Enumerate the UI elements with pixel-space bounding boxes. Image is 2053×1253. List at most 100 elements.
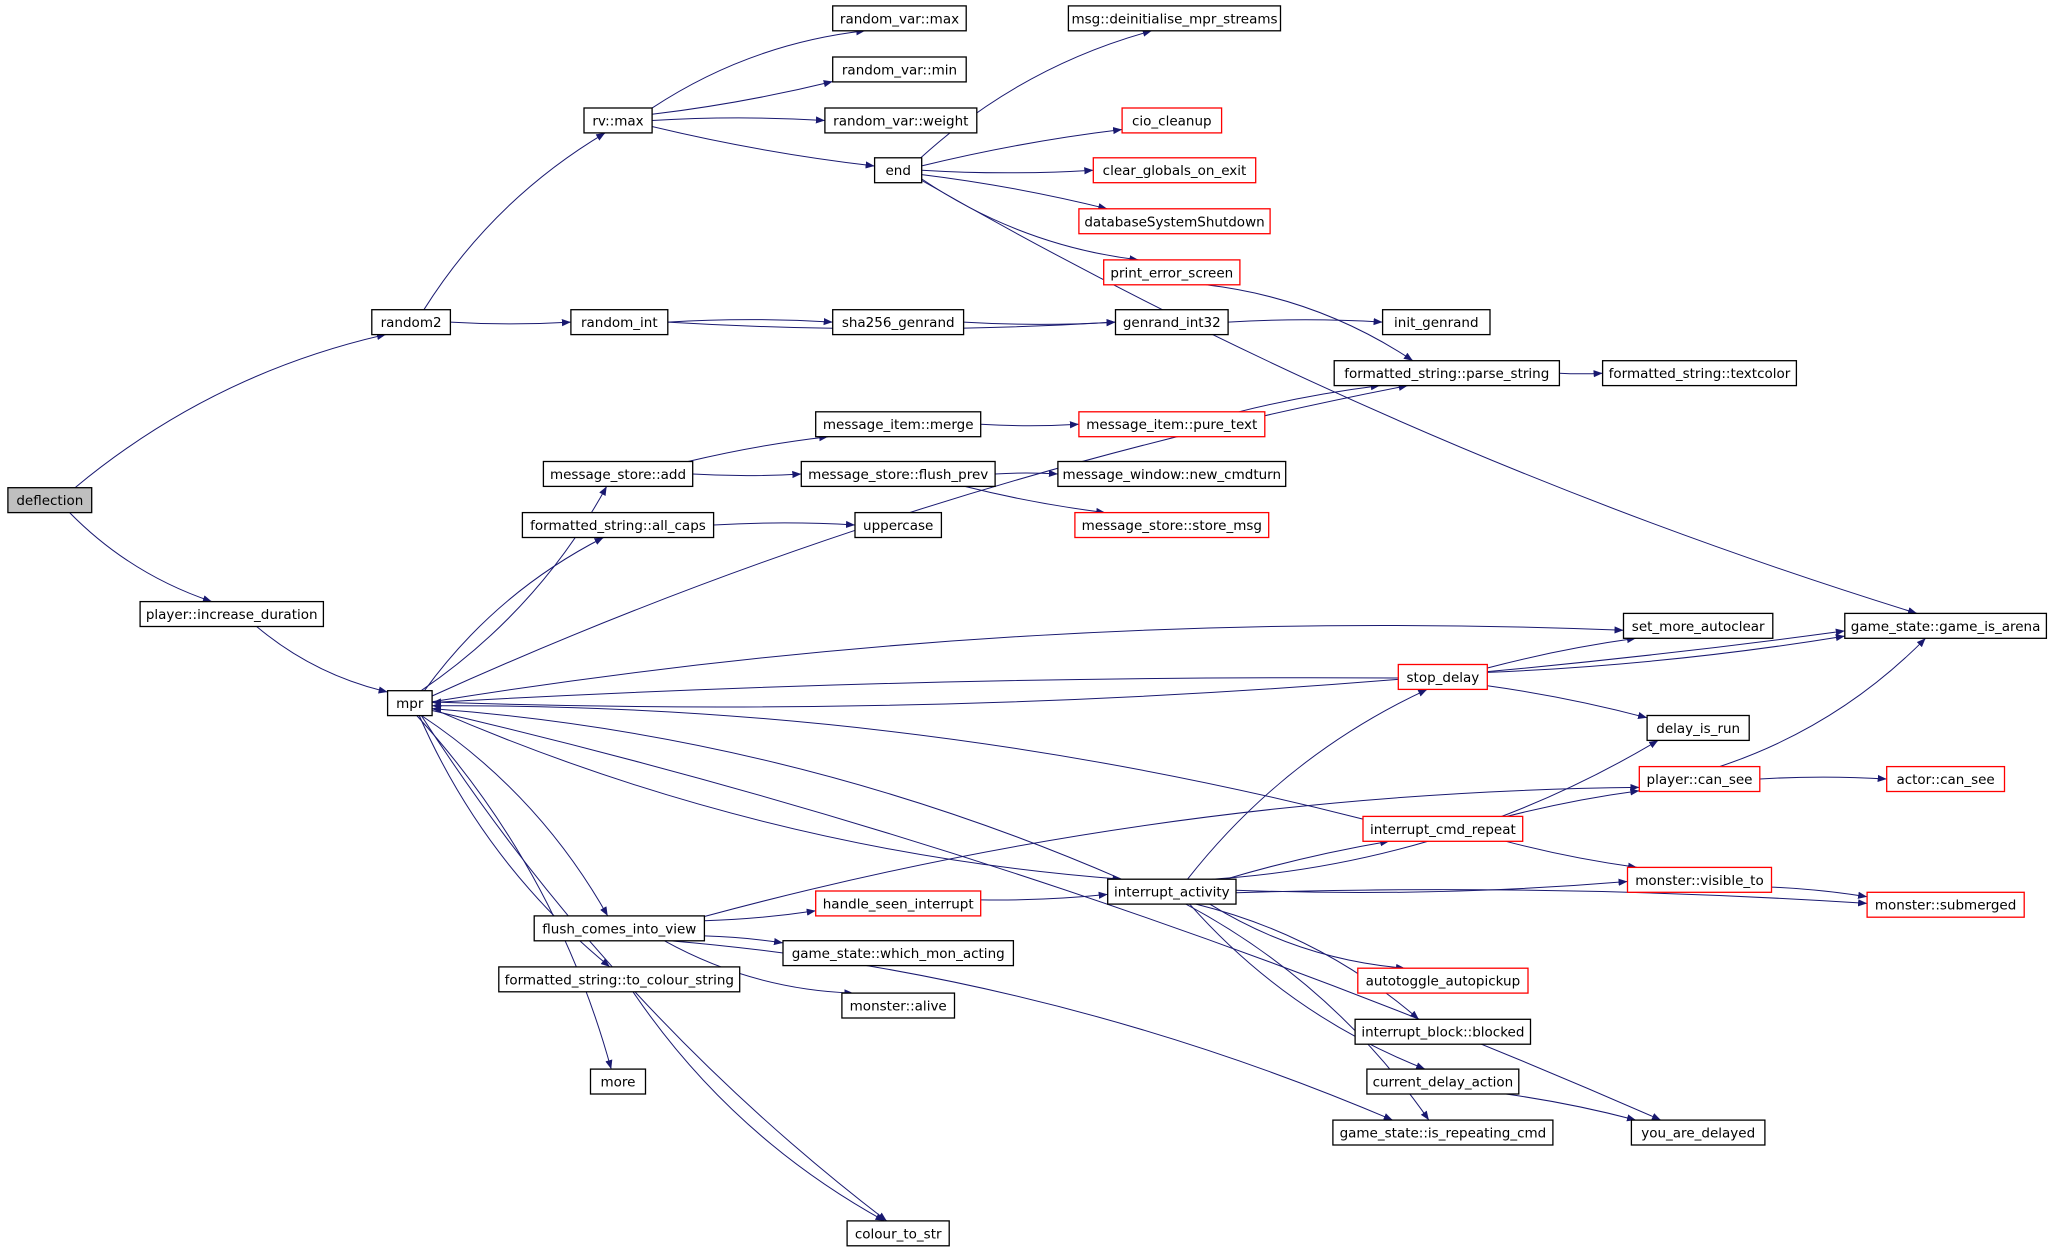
node-genrand-int32[interactable]: genrand_int32 — [1114, 309, 1229, 336]
node-box[interactable] — [824, 107, 978, 134]
node-monster-visible-to[interactable]: monster::visible_to — [1626, 866, 1773, 893]
node-random-int[interactable]: random_int — [570, 309, 669, 336]
node-random2[interactable]: random2 — [371, 309, 452, 336]
node-random-var-weight[interactable]: random_var::weight — [824, 107, 978, 134]
node-textcolor[interactable]: formatted_string::textcolor — [1601, 360, 1798, 387]
node-box[interactable] — [533, 915, 706, 942]
node-box[interactable] — [583, 107, 653, 134]
node-box[interactable] — [1121, 107, 1223, 134]
node-game-is-arena[interactable]: game_state::game_is_arena — [1844, 612, 2048, 639]
node-you-are-delayed[interactable]: you_are_delayed — [1630, 1119, 1766, 1146]
node-box[interactable] — [1107, 878, 1237, 905]
node-box[interactable] — [1626, 866, 1773, 893]
node-box[interactable] — [873, 157, 923, 184]
node-box[interactable] — [1057, 460, 1287, 488]
node-box[interactable] — [1074, 511, 1270, 539]
node-box[interactable] — [1844, 612, 2048, 639]
node-database-shutdown[interactable]: databaseSystemShutdown — [1078, 208, 1271, 235]
node-message-store-flush-prev[interactable]: message_store::flush_prev — [800, 460, 996, 488]
node-set-more-autoclear[interactable]: set_more_autoclear — [1622, 612, 1774, 639]
node-random-var-max[interactable]: random_var::max — [832, 5, 967, 32]
node-box[interactable] — [1357, 967, 1529, 994]
node-box[interactable] — [1866, 891, 2025, 918]
node-end[interactable]: end — [873, 157, 923, 184]
node-box[interactable] — [589, 1068, 647, 1095]
node-box[interactable] — [1067, 5, 1282, 32]
node-player-can-see[interactable]: player::can_see — [1638, 765, 1761, 793]
node-box[interactable] — [815, 890, 982, 917]
node-print-error-screen[interactable]: print_error_screen — [1103, 259, 1241, 286]
node-box[interactable] — [1354, 1018, 1532, 1045]
node-sha256-genrand[interactable]: sha256_genrand — [832, 309, 965, 336]
node-box[interactable] — [139, 600, 325, 628]
node-is-repeating-cmd[interactable]: game_state::is_repeating_cmd — [1332, 1119, 1554, 1146]
node-box[interactable] — [1362, 815, 1524, 842]
node-cio-cleanup[interactable]: cio_cleanup — [1121, 107, 1223, 134]
node-box[interactable] — [7, 487, 93, 514]
node-uppercase[interactable]: uppercase — [854, 511, 943, 539]
node-box[interactable] — [841, 992, 956, 1019]
node-mpr[interactable]: mpr — [386, 690, 433, 717]
node-stop-delay[interactable]: stop_delay — [1397, 663, 1488, 691]
node-box[interactable] — [1622, 612, 1774, 639]
node-box[interactable] — [832, 309, 965, 336]
node-init-genrand[interactable]: init_genrand — [1381, 309, 1491, 336]
node-box[interactable] — [815, 411, 982, 438]
node-box[interactable] — [570, 309, 669, 336]
node-box[interactable] — [1366, 1068, 1520, 1095]
node-message-store-store-msg[interactable]: message_store::store_msg — [1074, 511, 1270, 539]
node-box[interactable] — [1381, 309, 1491, 336]
node-monster-alive[interactable]: monster::alive — [841, 992, 956, 1019]
node-box[interactable] — [1646, 714, 1750, 742]
node-delay-is-run[interactable]: delay_is_run — [1646, 714, 1750, 742]
node-box[interactable] — [846, 1220, 950, 1247]
node-player-increase-duration[interactable]: player::increase_duration — [139, 600, 325, 628]
node-box[interactable] — [832, 5, 967, 32]
node-box[interactable] — [1092, 157, 1257, 184]
node-interrupt-cmd-repeat[interactable]: interrupt_cmd_repeat — [1362, 815, 1524, 842]
node-box[interactable] — [521, 511, 715, 539]
node-which-mon-acting[interactable]: game_state::which_mon_acting — [782, 940, 1015, 967]
node-rv-max[interactable]: rv::max — [583, 107, 653, 134]
node-message-item-merge[interactable]: message_item::merge — [815, 411, 982, 438]
node-message-store-add[interactable]: message_store::add — [542, 460, 694, 488]
node-box[interactable] — [782, 940, 1015, 967]
node-actor-can-see[interactable]: actor::can_see — [1886, 765, 2006, 793]
node-box[interactable] — [1638, 765, 1761, 793]
node-box[interactable] — [1078, 411, 1266, 438]
node-box[interactable] — [1078, 208, 1271, 235]
node-box[interactable] — [1103, 259, 1241, 286]
node-more[interactable]: more — [589, 1068, 647, 1095]
node-box[interactable] — [1630, 1119, 1766, 1146]
node-box[interactable] — [1601, 360, 1798, 387]
node-random-var-min[interactable]: random_var::min — [832, 56, 967, 83]
node-msg-deinitialise[interactable]: msg::deinitialise_mpr_streams — [1067, 5, 1282, 32]
node-box[interactable] — [498, 966, 741, 993]
node-current-delay-action[interactable]: current_delay_action — [1366, 1068, 1520, 1095]
node-deflection[interactable]: deflection — [7, 487, 93, 514]
node-box[interactable] — [800, 460, 996, 488]
node-box[interactable] — [1333, 360, 1561, 387]
node-autotoggle-autopickup[interactable]: autotoggle_autopickup — [1357, 967, 1529, 994]
node-message-item-pure-text[interactable]: message_item::pure_text — [1078, 411, 1266, 438]
node-interrupt-block-blocked[interactable]: interrupt_block::blocked — [1354, 1018, 1532, 1045]
node-message-window-new-cmdturn[interactable]: message_window::new_cmdturn — [1057, 460, 1287, 488]
node-box[interactable] — [1397, 663, 1488, 691]
node-box[interactable] — [542, 460, 694, 488]
node-box[interactable] — [386, 690, 433, 717]
node-box[interactable] — [371, 309, 452, 336]
node-box[interactable] — [854, 511, 943, 539]
node-box[interactable] — [1886, 765, 2006, 793]
node-clear-globals[interactable]: clear_globals_on_exit — [1092, 157, 1257, 184]
node-all-caps[interactable]: formatted_string::all_caps — [521, 511, 715, 539]
node-monster-submerged[interactable]: monster::submerged — [1866, 891, 2025, 918]
node-interrupt-activity[interactable]: interrupt_activity — [1107, 878, 1237, 905]
node-box[interactable] — [1114, 309, 1229, 336]
node-flush-comes-into-view[interactable]: flush_comes_into_view — [533, 915, 706, 942]
node-parse-string[interactable]: formatted_string::parse_string — [1333, 360, 1561, 387]
node-handle-seen-interrupt[interactable]: handle_seen_interrupt — [815, 890, 982, 917]
node-colour-to-str[interactable]: colour_to_str — [846, 1220, 950, 1247]
node-to-colour-string[interactable]: formatted_string::to_colour_string — [498, 966, 741, 993]
node-box[interactable] — [1332, 1119, 1554, 1146]
node-box[interactable] — [832, 56, 967, 83]
